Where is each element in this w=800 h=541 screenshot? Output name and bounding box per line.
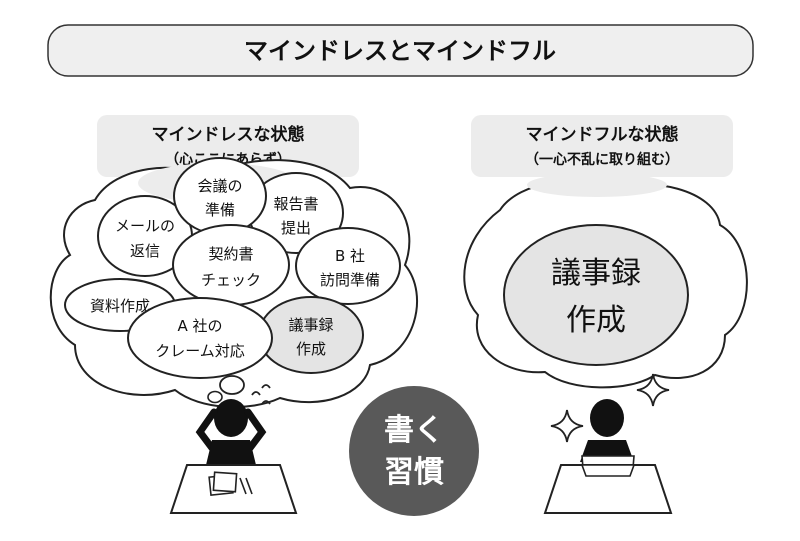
- task-bubble: [172, 224, 290, 306]
- laptop-base-icon: [580, 464, 636, 477]
- task-label: 議事録: [288, 316, 333, 334]
- page-title: マインドレスとマインドフル: [244, 37, 556, 65]
- focus-task-label: 議事録: [551, 256, 641, 291]
- task-label: メールの: [115, 217, 175, 235]
- task-label: 提出: [281, 219, 311, 237]
- task-label: チェック: [201, 271, 261, 289]
- task-label: B 社: [335, 247, 365, 265]
- thought-dot-small: [207, 390, 223, 404]
- sparkle-icon: [636, 373, 670, 407]
- pencil-icon: [239, 477, 253, 495]
- badge-label: 習慣: [384, 455, 444, 490]
- mindful-heading: マインドフルな状態: [526, 124, 679, 145]
- focus-task-bubble: [503, 224, 689, 366]
- focused-person-illustration: PC: [543, 373, 673, 514]
- sweat-mark-icon: [261, 384, 271, 389]
- task-label: 作成: [296, 340, 326, 358]
- head-icon: [214, 399, 248, 437]
- task-label: クレーム対応: [155, 342, 245, 360]
- task-label: 返信: [130, 242, 160, 260]
- task-label: 資料作成: [90, 297, 150, 315]
- task-label: 訪問準備: [320, 271, 380, 289]
- task-label: 契約書: [208, 245, 253, 263]
- cloud-heading-overlap: [527, 173, 667, 197]
- left-arm-icon: [195, 408, 218, 452]
- task-bubble: [173, 157, 267, 235]
- mindful-thought-cloud: 議事録 作成: [463, 173, 748, 389]
- right-arm-icon: [244, 408, 267, 452]
- task-label: 会議の: [197, 177, 242, 195]
- title-frame: [47, 24, 754, 77]
- paper-stack-icon: [212, 471, 238, 493]
- badge-circle: [349, 386, 479, 516]
- title-banner: マインドレスとマインドフル: [47, 24, 754, 77]
- sweat-mark-icon: [261, 400, 271, 405]
- head-icon: [590, 399, 624, 437]
- task-bubbles: メールの 返信 報告書 提出 会議の 準備 B 社 訪問準備 契約書 チェック …: [64, 157, 401, 379]
- focus-task-label: 作成: [566, 303, 626, 338]
- task-label: A 社の: [177, 317, 222, 335]
- thought-dot-large: [219, 375, 245, 395]
- mindful-subheading: （一心不乱に取り組む）: [525, 151, 679, 168]
- torso-icon: [206, 440, 256, 465]
- stressed-person-illustration: [169, 384, 298, 514]
- sweat-mark-icon: [251, 391, 261, 396]
- sparkle-icon: [550, 409, 584, 443]
- task-label: 報告書: [273, 195, 318, 213]
- mindless-heading: マインドレスな状態: [152, 124, 305, 145]
- mindful-heading-box: マインドフルな状態 （一心不乱に取り組む）: [471, 115, 733, 177]
- writing-habit-badge: 書く 習慣: [349, 386, 479, 516]
- badge-label: 書く: [384, 413, 444, 448]
- mindful-heading-frame: [471, 115, 733, 177]
- task-bubble: [295, 227, 401, 305]
- task-bubble-highlight: [258, 296, 364, 374]
- task-label: 準備: [205, 201, 235, 219]
- task-bubble: [127, 297, 273, 379]
